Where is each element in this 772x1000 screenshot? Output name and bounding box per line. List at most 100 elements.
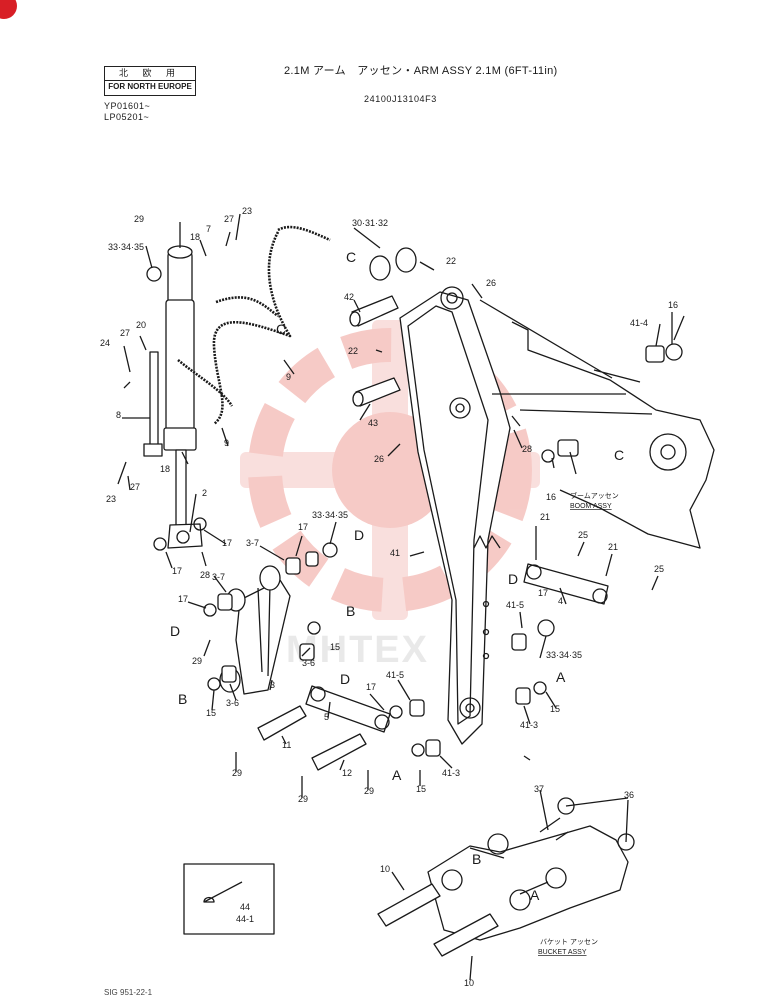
part-label: 41 [390, 548, 400, 558]
part-label: 18 [190, 232, 200, 242]
part-label: 41-5 [506, 600, 524, 610]
part-label: 15 [416, 784, 426, 794]
marker-d: D [340, 671, 350, 687]
part-label: 27 [130, 482, 140, 492]
inset-box [183, 863, 275, 935]
diagram-title: 2.1M アーム アッセン・ARM ASSY 2.1M (6FT-11in) [284, 65, 558, 77]
part-label: 27 [224, 214, 234, 224]
part-label: 28 [200, 570, 210, 580]
bucket-assy-jp-label: バケット アッセン [540, 938, 598, 946]
part-label: 17 [178, 594, 188, 604]
part-label: 25 [578, 530, 588, 540]
boom-assy-jp-label: ブームアッセン [570, 491, 619, 500]
region-label-jp: 北 欧 用 [118, 68, 181, 78]
part-label: 17 [172, 566, 182, 576]
part-label: 21 [540, 512, 550, 522]
part-label: 20 [136, 320, 146, 330]
arm-body [399, 286, 511, 745]
part-label: 41-3 [520, 720, 538, 730]
marker-d: D [354, 527, 364, 543]
part-label: 26 [486, 278, 496, 288]
arm-cylinder [143, 245, 203, 549]
part-label: 3-7 [246, 538, 259, 548]
part-label: 29 [298, 794, 308, 804]
part-label: 36 [624, 790, 634, 800]
part-label: 15 [206, 708, 216, 718]
part-label: 17 [298, 522, 308, 532]
corner-mark [0, 0, 17, 19]
part-label: 3-6 [302, 658, 315, 668]
part-label: 17 [222, 538, 232, 548]
part-label: 7 [206, 224, 211, 234]
marker-c: C [346, 249, 356, 265]
part-label: 12 [342, 768, 352, 778]
part-label: 33·34·35 [108, 242, 144, 252]
region-label-en: FOR NORTH EUROPE [105, 80, 195, 93]
marker-b: B [346, 603, 355, 619]
side-link-5 [305, 685, 391, 733]
connection-letter-markers: C C C D D D D B B B A A A [170, 249, 624, 903]
marker-a: A [530, 887, 540, 903]
pin-11 [257, 705, 307, 741]
part-label: 3-6 [226, 698, 239, 708]
bucket-assy-label: BUCKET ASSY [538, 949, 587, 956]
inset-label-44: 44 [240, 902, 250, 912]
washers-and-bushings [146, 247, 683, 757]
part-label: 27 [120, 328, 130, 338]
part-label: 4 [558, 596, 563, 606]
part-label: 33·34·35 [546, 650, 582, 660]
part-label: 43 [368, 418, 378, 428]
part-label: 5 [324, 712, 329, 722]
part-label: 21 [608, 542, 618, 552]
part-label: 16 [546, 492, 556, 502]
part-label: 28 [522, 444, 532, 454]
part-label: 41-3 [442, 768, 460, 778]
part-label: 29 [232, 768, 242, 778]
side-link-4 [523, 563, 609, 605]
marker-a: A [392, 767, 402, 783]
part-label: 25 [654, 564, 664, 574]
boom-outline [479, 299, 715, 549]
part-label: 17 [366, 682, 376, 692]
part-label: 8 [116, 410, 121, 420]
part-label: 26 [374, 454, 384, 464]
part-label: 23 [106, 494, 116, 504]
marker-c: C [614, 447, 624, 463]
hydraulic-hoses [177, 225, 331, 426]
part-label: 22 [446, 256, 456, 266]
part-label: 17 [538, 588, 548, 598]
marker-b: B [178, 691, 187, 707]
region-box: 北 欧 用 FOR NORTH EUROPE [104, 66, 196, 96]
part-label: 41-5 [386, 670, 404, 680]
part-label: 23 [242, 206, 252, 216]
part-label: 29 [364, 786, 374, 796]
part-label: 29 [134, 214, 144, 224]
sheet-code: SIG 951-22-1 [104, 988, 153, 997]
part-label: 29 [192, 656, 202, 666]
part-label: 41-4 [630, 318, 648, 328]
part-label: 22 [348, 346, 358, 356]
serial-range-2: LP05201~ [104, 112, 150, 122]
cotter-pin-icon [203, 881, 243, 903]
marker-d: D [170, 623, 180, 639]
inset-label-44-1: 44-1 [236, 914, 254, 924]
boom-assy-label: BOOM ASSY [570, 503, 612, 510]
assembly-part-number: 24100J13104F3 [364, 94, 437, 104]
bucket-assy [377, 797, 635, 957]
part-label: 15 [330, 642, 340, 652]
part-label: 9 [224, 438, 229, 448]
part-number-labels: 29 18 7 27 23 33·34·35 30·31·32 22 26 42… [100, 206, 678, 988]
part-label: 3-7 [212, 572, 225, 582]
marker-c: C [276, 321, 286, 337]
marker-b: B [472, 851, 481, 867]
part-label: 11 [282, 740, 291, 750]
part-label: 42 [344, 292, 354, 302]
marker-a: A [556, 669, 566, 685]
part-label: 10 [380, 864, 390, 874]
part-label: 10 [464, 978, 474, 988]
part-label: 33·34·35 [312, 510, 348, 520]
serial-range-1: YP01601~ [104, 101, 151, 111]
part-label: 30·31·32 [352, 218, 388, 228]
